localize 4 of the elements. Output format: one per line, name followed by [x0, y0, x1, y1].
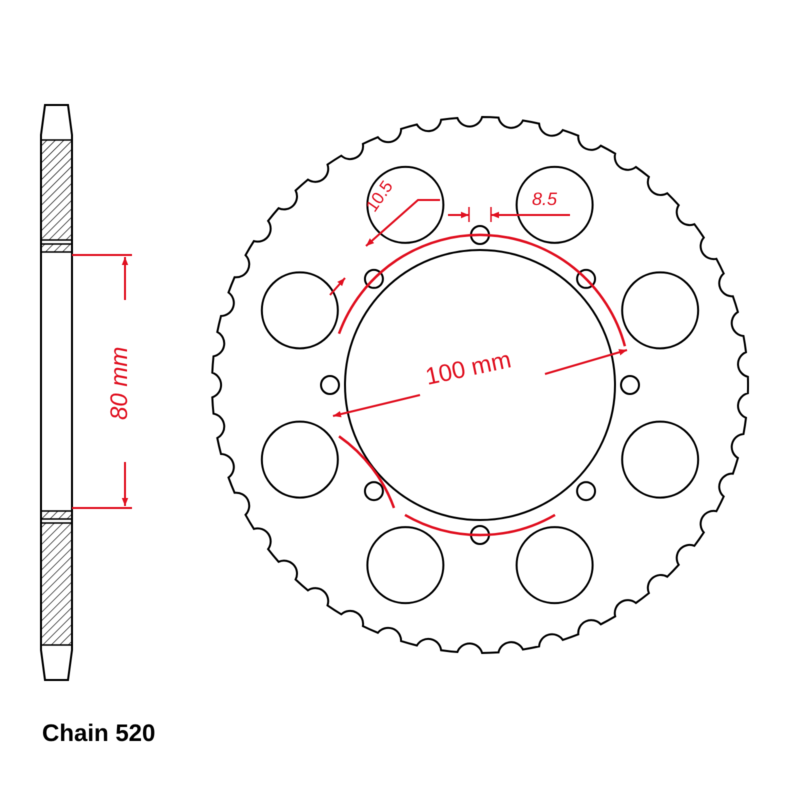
dimension-label: 8.5: [532, 190, 558, 208]
chain-size-label: Chain 520: [42, 722, 156, 746]
dimension-label: 100 mm: [424, 348, 514, 390]
dimension-label: 80 mm: [108, 346, 132, 420]
